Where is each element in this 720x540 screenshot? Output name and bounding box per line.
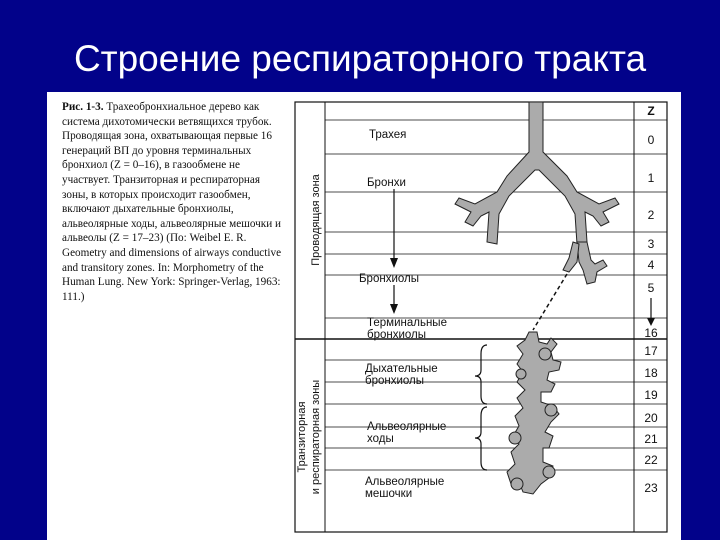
zone-conducting-label: Проводящая зона	[310, 173, 322, 265]
z-value: 18	[644, 366, 658, 380]
zone-transitory-label-1: Транзиторная	[296, 402, 308, 473]
z-value: 2	[648, 208, 655, 222]
zone-transitory-label-2: и респираторная зоны	[310, 380, 322, 494]
z-value: 17	[644, 344, 658, 358]
z-value: 19	[644, 388, 658, 402]
z-header: Z	[647, 104, 654, 118]
z-value: 5	[648, 281, 655, 295]
label-alveolar-ducts-2: ходы	[367, 433, 394, 445]
acinus-tree	[507, 332, 561, 494]
label-bronchioles: Бронхиолы	[359, 273, 419, 285]
brace-resp-bronchioles	[475, 345, 487, 404]
label-alveolar-ducts-1: Альвеолярные	[367, 421, 446, 433]
label-alveolar-sacs-1: Альвеолярные	[365, 476, 444, 488]
slide-title: Строение респираторного тракта	[0, 38, 720, 80]
z-value: 1	[648, 171, 655, 185]
z-arrow-head	[647, 318, 655, 326]
label-resp-bronchioles-2: бронхиолы	[365, 375, 424, 387]
z-value: 4	[648, 258, 655, 272]
label-alveolar-sacs-2: мешочки	[365, 488, 412, 500]
bronchial-tree	[455, 102, 619, 284]
label-terminal-bronchioles-2: бронхиолы	[367, 329, 426, 341]
label-bronchi: Бронхи	[367, 177, 406, 189]
airway-diagram: Z 0 1 2 3 4 5 16 17 18 19 20 21 22 23 Пр…	[47, 92, 681, 540]
z-value: 21	[644, 432, 658, 446]
z-value: 23	[644, 481, 658, 495]
z-value: 3	[648, 237, 655, 251]
dashed-connector	[533, 274, 567, 330]
arrow-head	[390, 304, 398, 314]
z-value: 0	[648, 133, 655, 147]
z-value: 22	[644, 453, 658, 467]
label-resp-bronchioles-1: Дыхательные	[365, 363, 438, 375]
label-trachea: Трахея	[369, 129, 406, 141]
brace-alveolar-ducts	[475, 407, 487, 470]
figure-panel: Рис. 1-3. Трахеобронхиальное дерево как …	[47, 92, 681, 540]
z-value: 16	[644, 326, 658, 340]
arrow-head	[390, 258, 398, 268]
label-terminal-bronchioles-1: Терминальные	[367, 317, 447, 329]
z-value: 20	[644, 411, 658, 425]
